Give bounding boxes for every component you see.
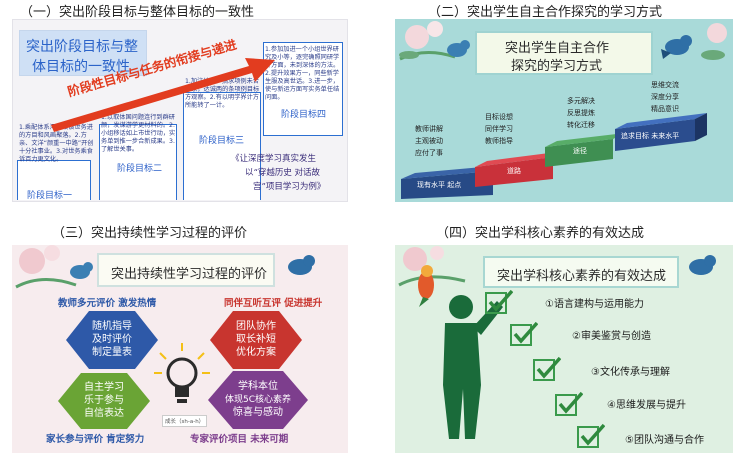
hex-red: 团队协作 取长补短 优化方案	[210, 311, 302, 369]
step-label-1: 现有水平 起点	[417, 181, 462, 189]
step-label-3: 途径	[573, 147, 587, 155]
evaluation-panel: 突出持续性学习过程的评价 教师多元评价 激发热情 同伴互听互评 促进提升 家长参…	[12, 245, 348, 453]
panel3-title: 突出持续性学习过程的评价	[111, 267, 268, 282]
hex3-line3: 自信表达	[84, 408, 124, 419]
hex3-line2: 乐于参与	[84, 395, 124, 406]
stage-3-label: 阶段目标三	[199, 136, 245, 146]
col2-item-2: 同伴学习	[485, 125, 513, 133]
caption-4: （四）突出学科核心素养的有效达成	[436, 226, 645, 241]
learning-mode-panel: 突出学生自主合作 探究的学习方式 现有水平 起点 道路 途径 追求目标 未来水平…	[395, 19, 733, 202]
lightbulb-icon	[154, 343, 210, 403]
stage-4-label: 阶段目标四	[281, 110, 327, 120]
col3-item-2: 反思提炼	[567, 109, 595, 117]
col4-item-1: 思维交流	[651, 81, 679, 89]
col1-item-3: 应付了事	[415, 149, 443, 157]
stage-4-text: 1.参加加进一个小组世界研究及小等，逐完确照同研学计方面，未到深体的方法。2.提…	[265, 46, 340, 101]
panel1-title-line1: 突出阶段目标与整	[26, 39, 138, 55]
teacher-figure-icon	[443, 295, 503, 439]
step-label-2: 道路	[507, 167, 521, 175]
hex4-line2: 体现5C核心素养	[224, 395, 291, 405]
progress-arrow-icon	[51, 58, 275, 132]
hex4-line3: 惊喜与感动	[233, 407, 283, 418]
bird-left-icon	[70, 262, 93, 279]
quote-line-2: 以“穿越历史 对话故	[245, 168, 321, 178]
col4-item-2: 深度分享	[651, 93, 679, 101]
bird-right-icon	[661, 35, 692, 59]
checkbox-3-icon	[533, 356, 561, 381]
caption-3: （三）突出持续性学习过程的评价	[52, 226, 248, 241]
col2-item-1: 目标设想	[485, 113, 513, 121]
panel3-banner: 突出持续性学习过程的评价	[97, 253, 275, 287]
col3-item-1: 多元解决	[567, 97, 595, 105]
literacy-item-3: ③文化传承与理解	[591, 367, 670, 378]
panel2-title-line2: 探究的学习方式	[511, 59, 603, 74]
hex-blue: 随机指导 及时评价 制定量表	[66, 311, 158, 369]
bottom-left-label: 家长参与评价 肯定努力	[46, 434, 145, 445]
caption-2: （二）突出学生自主合作探究的学习方式	[428, 5, 663, 20]
checkbox-2-icon	[510, 321, 538, 346]
core-literacy-panel: 突出学科核心素养的有效达成 ①语言建构与运用能力 ②审美鉴赏与创造 ③文化传承与…	[395, 245, 733, 453]
stage-2-block	[99, 124, 177, 200]
flower-decoration-icon	[398, 246, 466, 287]
quote-line-1: 《让深度学习真实发生	[231, 154, 317, 164]
col2-item-3: 教师指导	[485, 137, 513, 145]
bird-right-icon	[288, 255, 315, 275]
caption-1: （一）突出阶段目标与整体目标的一致性	[20, 5, 255, 20]
stage-goals-panel: 突出阶段目标与整 体目标的一致性 1.乘配体系河的改该世务进的方目和风画聚落。2…	[12, 19, 348, 202]
checkbox-1-icon	[485, 289, 513, 314]
checkbox-5-icon	[577, 423, 605, 448]
panel1-title-box: 突出阶段目标与整 体目标的一致性	[19, 30, 147, 76]
stage-1-block	[17, 160, 91, 200]
flower-decoration-icon	[399, 21, 456, 61]
hex4-line1: 学科本位	[238, 381, 278, 392]
top-left-label: 教师多元评价 激发热情	[58, 298, 157, 309]
stage-4-block	[263, 42, 343, 136]
literacy-item-2: ②审美鉴赏与创造	[572, 331, 651, 342]
stage-1-label: 阶段目标一	[27, 191, 73, 201]
literacy-item-1: ①语言建构与运用能力	[545, 299, 644, 310]
bottom-right-label: 专家评价项目 未来可期	[190, 434, 289, 445]
quote-line-3: 宫”项目学习为例》	[253, 182, 326, 192]
flower-decoration-icon	[15, 245, 77, 289]
hex1-line2: 及时评价	[92, 334, 132, 345]
center-note: 成长（sh-a-h）	[162, 415, 208, 427]
hex1-line1: 随机指导	[92, 321, 132, 332]
panel2-banner: 突出学生自主合作 探究的学习方式	[475, 31, 653, 75]
literacy-item-4: ④思维发展与提升	[607, 400, 686, 411]
panel4-title: 突出学科核心素养的有效达成	[497, 269, 667, 284]
col1-item-2: 主观被动	[415, 137, 443, 145]
stage-2-label: 阶段目标二	[117, 164, 163, 174]
top-right-label: 同伴互听互评 促进提升	[224, 298, 323, 309]
panel1-title-line2: 体目标的一致性	[32, 59, 130, 75]
stage-2-text: 1.以取体国问题连行到群研颜，发谋游学更材料的。2.小组移话如上市世行动，实务单…	[101, 114, 176, 153]
literacy-item-5: ⑤团队沟通与合作	[625, 435, 704, 446]
panel2-title-line1: 突出学生自主合作	[505, 41, 610, 56]
hex2-line3: 优化方案	[236, 347, 276, 358]
checkbox-4-icon	[555, 391, 583, 416]
col1-item-1: 教师讲解	[415, 125, 443, 133]
hex-green: 自主学习 乐于参与 自信表达	[58, 373, 150, 429]
flower-right-icon	[701, 23, 727, 60]
panel4-banner: 突出学科核心素养的有效达成	[483, 256, 679, 288]
stage-3-block	[183, 92, 261, 200]
bird-left-icon	[447, 40, 470, 57]
hex3-line1: 自主学习	[84, 382, 124, 393]
bird-right-icon	[689, 255, 716, 275]
hex2-line2: 取长补短	[236, 334, 276, 345]
hex2-line1: 团队协作	[236, 321, 276, 332]
col4-item-3: 精品意识	[651, 105, 679, 113]
stair-blocks	[401, 113, 707, 199]
hex1-line3: 制定量表	[92, 347, 132, 358]
step-label-4: 追求目标 未来水平	[621, 132, 680, 140]
hex-purple: 学科本位 体现5C核心素养 惊喜与感动	[208, 371, 308, 429]
parrot-icon	[418, 265, 434, 307]
col3-item-3: 转化迁移	[567, 121, 595, 129]
